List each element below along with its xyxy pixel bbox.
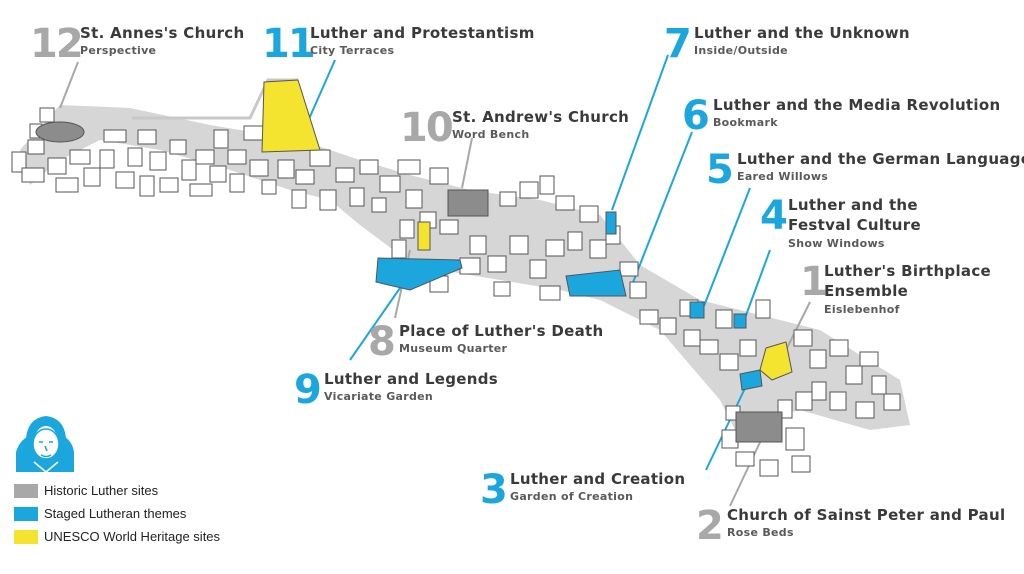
staged-site-6-7 xyxy=(565,269,627,297)
site-title: Luther and the Media Revolution xyxy=(713,96,1001,114)
site-title: Luther and Protestantism xyxy=(310,24,535,42)
site-title-line2: Festval Culture xyxy=(788,216,921,234)
leader-5 xyxy=(703,187,751,307)
legend-swatch-staged xyxy=(14,507,38,521)
site-subtitle: Perspective xyxy=(80,44,157,57)
site-number: 10 xyxy=(400,105,454,151)
site-title: Luther's Birthplace xyxy=(824,262,991,280)
site-number: 12 xyxy=(30,21,84,67)
site-title: Luther and the Unknown xyxy=(694,24,910,42)
leader-3 xyxy=(705,381,749,471)
legend-label: Historic Luther sites xyxy=(44,483,159,498)
site-number: 9 xyxy=(294,367,322,413)
legend-swatch-historic xyxy=(14,484,38,498)
site-subtitle: Word Bench xyxy=(452,128,530,141)
site-subtitle: Vicariate Garden xyxy=(324,390,434,403)
site-title: Luther and the xyxy=(788,196,918,214)
unesco-site-1 xyxy=(759,341,793,381)
luther-portrait-icon xyxy=(16,416,74,473)
site-number: 3 xyxy=(480,467,508,513)
leader-6 xyxy=(629,131,693,291)
site-subtitle: Eared Willows xyxy=(737,170,829,183)
staged-site-7 xyxy=(605,211,617,235)
leader-10 xyxy=(461,137,473,189)
leader-7 xyxy=(611,54,669,211)
site-subtitle: Inside/Outside xyxy=(694,44,788,57)
unesco-site-8 xyxy=(417,221,431,251)
staged-site-4 xyxy=(733,313,747,329)
site-title-line2: Ensemble xyxy=(824,282,909,300)
site-number: 11 xyxy=(262,21,316,67)
site-number: 7 xyxy=(664,21,692,67)
leader-11-outline xyxy=(132,78,298,120)
site-number: 2 xyxy=(696,503,724,549)
staged-site-9 xyxy=(375,257,463,291)
site-number: 1 xyxy=(800,259,828,305)
site-subtitle: Eislebenhof xyxy=(824,303,900,316)
highlighted-sites xyxy=(35,79,793,443)
historic-site-2 xyxy=(735,411,783,443)
site-title: St. Andrew's Church xyxy=(452,108,630,126)
site-title: Church of Sainst Peter and Paul xyxy=(727,506,1006,524)
historic-site-10 xyxy=(447,189,489,217)
leader-2 xyxy=(729,437,763,507)
site-number: 8 xyxy=(368,319,396,365)
site-number: 6 xyxy=(682,93,710,139)
site-subtitle: City Terraces xyxy=(310,44,395,57)
legend-swatch-unesco xyxy=(14,530,38,544)
legend-label: Staged Lutheran themes xyxy=(44,506,187,521)
leader-12 xyxy=(59,61,79,109)
site-subtitle: Garden of Creation xyxy=(510,490,634,503)
site-title: Place of Luther's Death xyxy=(399,322,604,340)
site-title: Luther and Legends xyxy=(324,370,499,388)
site-subtitle: Show Windows xyxy=(788,237,885,250)
site-title: St. Annes's Church xyxy=(80,24,245,42)
staged-site-3 xyxy=(739,369,763,391)
leader-4 xyxy=(744,249,771,319)
site-number: 5 xyxy=(706,147,734,193)
site-subtitle: Museum Quarter xyxy=(399,342,508,355)
staged-site-5 xyxy=(689,301,705,319)
site-number: 4 xyxy=(760,193,788,239)
leader-1 xyxy=(785,301,811,351)
unesco-site-11 xyxy=(261,79,321,153)
site-subtitle: Bookmark xyxy=(713,116,778,129)
site-subtitle: Rose Beds xyxy=(727,526,794,539)
site-title: Luther and the German Language xyxy=(737,150,1024,168)
legend-label: UNESCO World Heritage sites xyxy=(44,529,221,544)
site-title: Luther and Creation xyxy=(510,470,686,488)
historic-site-12 xyxy=(35,121,85,143)
